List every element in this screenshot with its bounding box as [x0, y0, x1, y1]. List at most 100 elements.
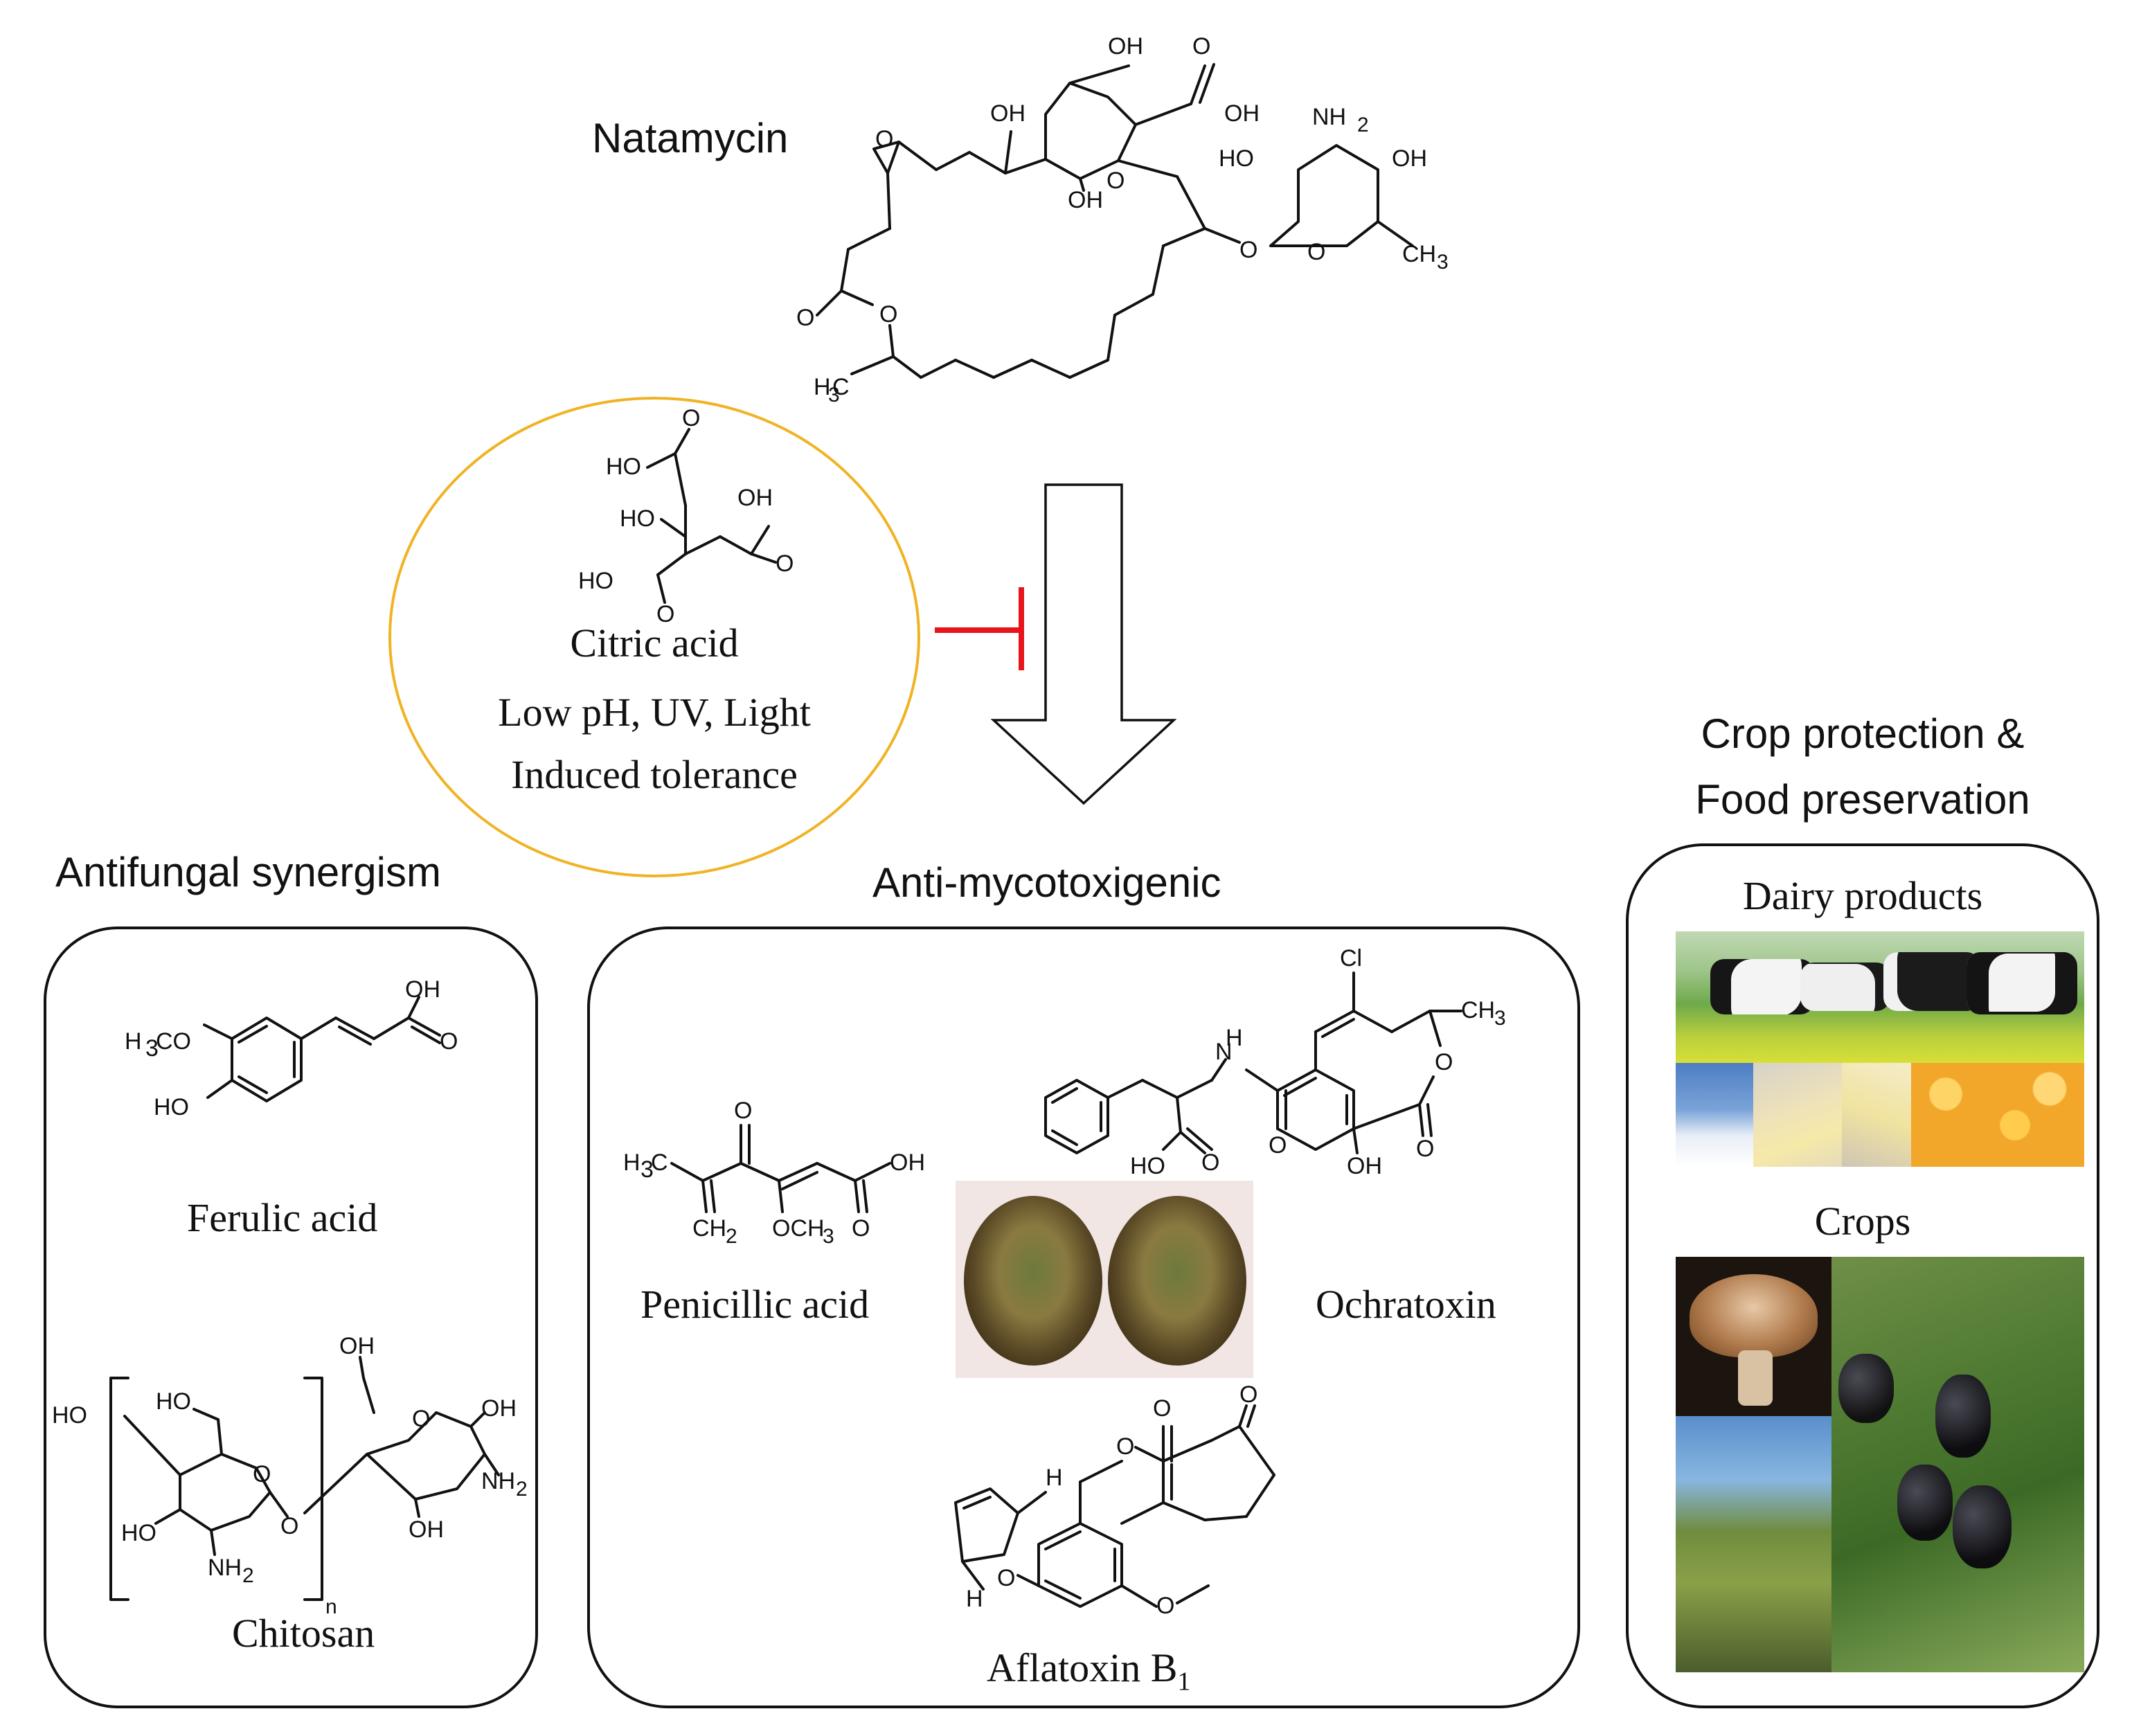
svg-text:HO: HO	[620, 505, 655, 532]
svg-text:Cl: Cl	[1340, 945, 1362, 972]
svg-text:2: 2	[726, 1225, 737, 1248]
crop-title-line2: Food preservation	[1695, 776, 2030, 823]
svg-text:OH: OH	[1392, 145, 1427, 172]
walnut-mold-photo	[956, 1181, 1253, 1378]
svg-text:HO: HO	[1219, 145, 1254, 172]
svg-text:2: 2	[1357, 114, 1369, 136]
natamycin-structure: O OH O OH OH O OH O O HO NH 2 OH CH 3	[796, 33, 1449, 406]
svg-text:C: C	[651, 1149, 668, 1176]
svg-text:OH: OH	[405, 976, 440, 1003]
svg-text:3: 3	[640, 1156, 654, 1183]
cow-2	[1800, 963, 1890, 1011]
aflatoxin-name: Aflatoxin B	[987, 1645, 1178, 1690]
svg-text:O: O	[1116, 1433, 1134, 1460]
svg-text:O: O	[253, 1461, 271, 1487]
svg-text:n: n	[325, 1595, 337, 1618]
svg-text:O: O	[656, 601, 674, 627]
svg-text:OH: OH	[990, 100, 1025, 127]
svg-text:NH: NH	[481, 1468, 515, 1494]
svg-text:HO: HO	[154, 1094, 189, 1120]
svg-text:O: O	[776, 551, 794, 577]
antifungal-title: Antifungal synergism	[55, 849, 441, 895]
blackberry-3	[1897, 1465, 1953, 1541]
dairy-cows-photo	[1676, 931, 2084, 1063]
svg-text:O: O	[875, 126, 893, 152]
blackberry-photo	[1831, 1257, 2084, 1672]
citric-acid-structure: HO O HO OH O HO O	[578, 405, 794, 627]
svg-text:OCH: OCH	[772, 1215, 825, 1242]
svg-text:HO: HO	[1130, 1153, 1165, 1179]
svg-text:O: O	[1307, 239, 1325, 265]
dairy-products-label: Dairy products	[1742, 873, 1983, 918]
natamycin-title: Natamycin	[592, 115, 789, 161]
butter-photo	[1842, 1063, 1911, 1167]
aflatoxin-label: Aflatoxin B1	[987, 1645, 1190, 1697]
svg-text:O: O	[682, 405, 700, 431]
svg-text:O: O	[1153, 1395, 1171, 1422]
svg-text:2: 2	[516, 1478, 528, 1501]
svg-text:O: O	[1416, 1136, 1434, 1162]
svg-text:O: O	[1201, 1149, 1219, 1176]
walnut-half-left	[964, 1196, 1102, 1366]
antimyco-title: Anti-mycotoxigenic	[872, 859, 1221, 906]
walnut-half-right	[1108, 1196, 1246, 1366]
chitosan-label: Chitosan	[232, 1611, 375, 1656]
svg-text:OH: OH	[1068, 187, 1103, 213]
svg-text:OH: OH	[339, 1333, 375, 1359]
svg-text:O: O	[280, 1513, 298, 1539]
svg-text:O: O	[440, 1028, 458, 1055]
svg-text:3: 3	[823, 1225, 834, 1248]
crops-label: Crops	[1814, 1199, 1911, 1244]
svg-text:O: O	[1435, 1049, 1453, 1075]
blackberry-4	[1953, 1485, 2012, 1568]
svg-text:NH: NH	[1312, 104, 1346, 130]
svg-text:H: H	[623, 1149, 640, 1176]
svg-text:O: O	[1239, 1381, 1257, 1408]
olive-tree-photo	[1676, 1416, 1831, 1672]
svg-text:O: O	[412, 1406, 430, 1432]
svg-text:O: O	[997, 1565, 1015, 1591]
svg-text:OH: OH	[1224, 100, 1260, 127]
inhibitor-citric-acid: Citric acid	[570, 620, 739, 665]
mushroom-photo	[1676, 1257, 1831, 1416]
svg-text:OH: OH	[737, 485, 773, 511]
mushroom-cap	[1690, 1274, 1818, 1357]
cow-4	[1967, 952, 2077, 1014]
blackberry-2	[1935, 1375, 1991, 1458]
svg-text:3: 3	[828, 384, 840, 406]
svg-text:OH: OH	[481, 1395, 517, 1422]
svg-text:O: O	[796, 305, 814, 331]
antimyco-box	[587, 927, 1580, 1708]
svg-text:O: O	[734, 1098, 752, 1124]
svg-text:3: 3	[1437, 251, 1449, 274]
inhibition-marker	[935, 587, 1024, 670]
svg-text:H: H	[814, 374, 831, 400]
svg-text:H: H	[1226, 1025, 1243, 1051]
cow-3	[1883, 952, 1980, 1011]
svg-text:3: 3	[145, 1035, 159, 1062]
milk-photo	[1676, 1063, 1753, 1167]
aflatoxin-structure: O H H O O O O	[954, 1381, 1275, 1619]
svg-text:3: 3	[1494, 1007, 1506, 1030]
svg-text:2: 2	[242, 1564, 254, 1587]
application-box	[1626, 843, 2099, 1708]
inhibitor-conditions: Low pH, UV, Light	[498, 690, 811, 735]
blackberry-1	[1838, 1354, 1894, 1423]
svg-text:H: H	[1046, 1465, 1063, 1491]
svg-text:HO: HO	[578, 568, 613, 594]
crop-title-line1: Crop protection &	[1701, 710, 2025, 757]
ferulic-acid-label: Ferulic acid	[187, 1195, 378, 1240]
ochratoxin-structure: HO O N H O Cl CH 3 O O OH	[1044, 945, 1506, 1179]
cow-1	[1710, 959, 1814, 1014]
penicillic-acid-label: Penicillic acid	[640, 1282, 870, 1327]
svg-text:O: O	[1269, 1132, 1287, 1158]
svg-text:CH: CH	[1402, 241, 1436, 267]
svg-text:H: H	[966, 1586, 983, 1612]
chitosan-structure: n O HO HO HO NH 2 O O OH OH NH 2 OH	[52, 1333, 528, 1618]
svg-text:OH: OH	[890, 1149, 925, 1176]
svg-text:OH: OH	[409, 1516, 444, 1543]
shredded-cheese-photo	[1911, 1063, 2084, 1167]
svg-text:O: O	[1192, 33, 1210, 60]
svg-text:NH: NH	[208, 1555, 242, 1581]
